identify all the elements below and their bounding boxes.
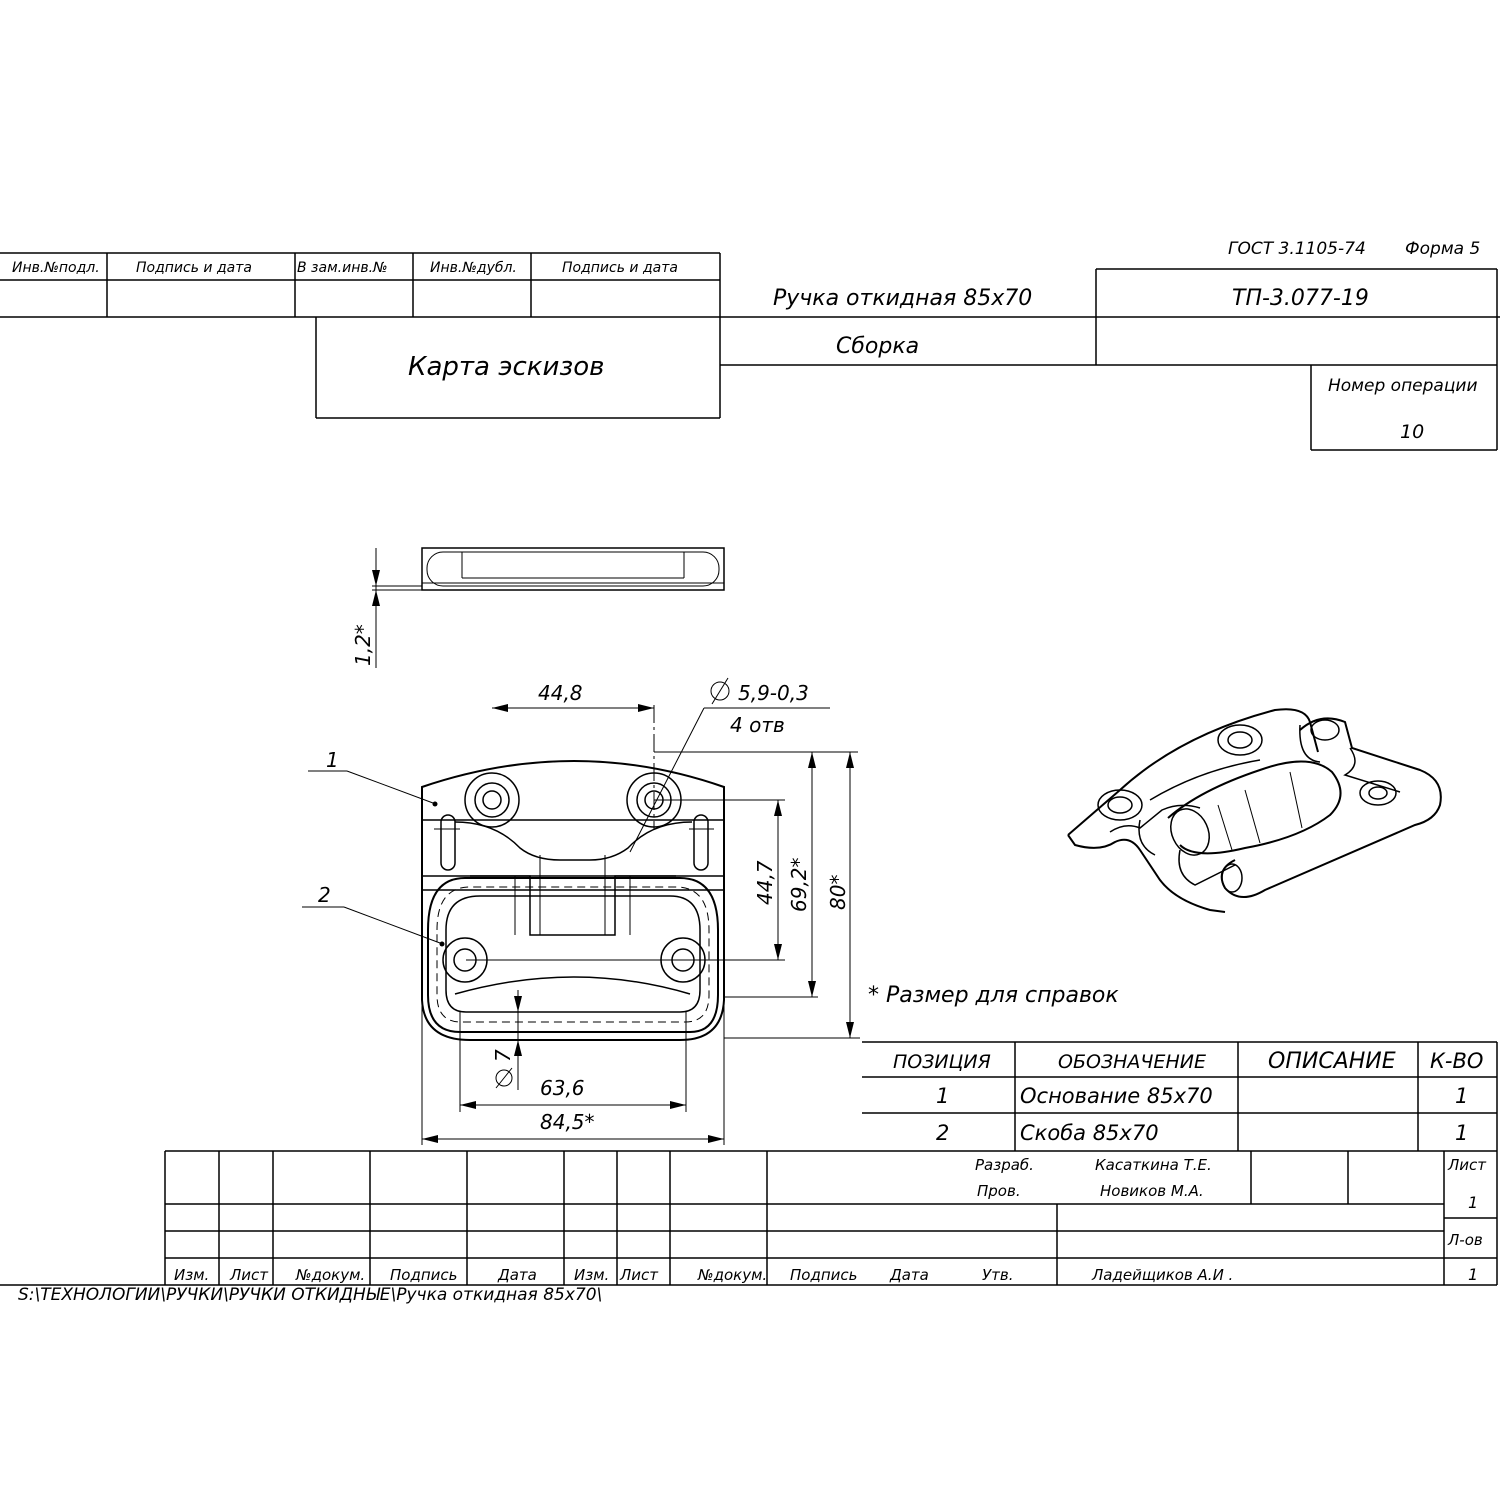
spec-row-designation: Основание 85х70 xyxy=(1020,1084,1213,1108)
spec-row-quantity: 1 xyxy=(1455,1084,1468,1108)
dim-inner-width: 63,6 xyxy=(540,1076,585,1100)
product-name: Ручка откидная 85х70 xyxy=(773,286,1032,311)
file-path: S:\ТЕХНОЛОГИИ\РУЧКИ\РУЧКИ ОТКИДНЫЕ\Ручка… xyxy=(18,1285,602,1305)
operation-type: Сборка xyxy=(836,334,919,359)
dim-hole-spacing: 44,8 xyxy=(538,681,583,705)
col-label-izm-2: Изм. xyxy=(574,1266,609,1284)
stamp-strip: Инв.№подл. Подпись и дата В зам.инв.№ Ин… xyxy=(0,252,1500,418)
col-label-doc: №докум. xyxy=(295,1266,365,1284)
spec-row: 1 Основание 85х70 1 xyxy=(936,1084,1468,1108)
spec-header-designation: ОБОЗНАЧЕНИЕ xyxy=(1058,1051,1206,1073)
sheet-number: 1 xyxy=(1468,1193,1478,1212)
callout-2-label: 2 xyxy=(318,883,331,907)
spec-header-position: ПОЗИЦИЯ xyxy=(893,1051,991,1073)
operation-number: 10 xyxy=(1400,421,1424,443)
sheets-label: Л-ов xyxy=(1447,1231,1483,1249)
role-developer: Разраб. xyxy=(975,1156,1034,1174)
name-checker: Новиков М.А. xyxy=(1100,1182,1204,1200)
doc-title: Карта эскизов xyxy=(408,352,604,382)
spec-row: 2 Скоба 85х70 1 xyxy=(936,1121,1468,1145)
stamp-label-zam-inv: В зам.инв.№ xyxy=(297,260,388,276)
sheets-count: 1 xyxy=(1468,1265,1478,1284)
callout-2: 2 xyxy=(302,883,441,944)
col-label-sign: Подпись xyxy=(390,1266,457,1284)
name-approver: Ладейщиков А.И . xyxy=(1091,1266,1233,1284)
front-view xyxy=(421,705,785,1041)
col-label-izm: Изм. xyxy=(174,1266,209,1284)
dim-vertical-80: 80* xyxy=(724,751,860,1039)
callout-1: 1 xyxy=(308,748,434,804)
dim-84-5: 84,5* xyxy=(421,1000,725,1145)
spec-row-position: 2 xyxy=(936,1121,949,1145)
operation-number-box: Номер операции 10 xyxy=(1310,365,1497,451)
col-label-date: Дата xyxy=(497,1266,537,1284)
spec-row-designation: Скоба 85х70 xyxy=(1020,1121,1159,1145)
stamp-label-inv-podl: Инв.№подл. xyxy=(12,260,100,276)
col-label-sign-2: Подпись xyxy=(790,1266,857,1284)
dim-rod-diameter: 7 xyxy=(491,990,522,1090)
role-approver: Утв. xyxy=(982,1266,1014,1284)
role-checker: Пров. xyxy=(977,1182,1021,1200)
dim-height-holes: 44,7 xyxy=(753,860,777,905)
reference-note: * Размер для справок xyxy=(868,983,1119,1008)
title-block: Разраб. Пров. Утв. Касаткина Т.Е. Новико… xyxy=(0,1150,1497,1286)
spec-row-position: 1 xyxy=(936,1084,949,1108)
doc-code: ТП-3.077-19 xyxy=(1232,286,1369,311)
stamp-label-sign-date-2: Подпись и дата xyxy=(562,260,678,276)
spec-table: ПОЗИЦИЯ ОБОЗНАЧЕНИЕ ОПИСАНИЕ К-ВО 1 Осно… xyxy=(862,1041,1498,1285)
isometric-view xyxy=(1067,708,1442,913)
sheet-label: Лист xyxy=(1447,1156,1487,1174)
dim-rod-diameter-value: 7 xyxy=(491,1049,515,1062)
callout-1-label: 1 xyxy=(326,748,339,772)
spec-header-description: ОПИСАНИЕ xyxy=(1268,1049,1396,1074)
dim-44-8: 44,8 xyxy=(492,681,654,712)
col-label-list-2: Лист xyxy=(619,1266,659,1284)
dim-63-6: 63,6 xyxy=(459,1040,687,1112)
dim-thickness: 1,2* xyxy=(351,624,375,666)
form-label: Форма 5 xyxy=(1405,239,1480,259)
name-developer: Касаткина Т.Е. xyxy=(1095,1156,1212,1174)
col-label-date-2: Дата xyxy=(889,1266,929,1284)
dim-vertical-69-2: 69,2* xyxy=(654,751,818,998)
dim-hole-count: 4 отв xyxy=(730,713,785,737)
spec-header-quantity: К-ВО xyxy=(1430,1049,1483,1073)
doc-title-box: Карта эскизов xyxy=(315,317,720,419)
doc-code-box: ТП-3.077-19 xyxy=(1095,268,1498,450)
dim-hole-diameter-value: 5,9-0,3 xyxy=(738,681,809,705)
col-label-list: Лист xyxy=(229,1266,269,1284)
gost-label: ГОСТ 3.1105-74 xyxy=(1228,239,1366,259)
dim-height-mid: 69,2* xyxy=(787,857,811,912)
operation-number-label: Номер операции xyxy=(1328,376,1478,396)
spec-row-quantity: 1 xyxy=(1455,1121,1468,1145)
col-label-doc-2: №докум. xyxy=(697,1266,767,1284)
side-view: 1,2* xyxy=(351,547,725,668)
dim-hole-diameter: 5,9-0,3 4 отв xyxy=(629,677,830,853)
dim-height-total: 80* xyxy=(826,875,850,910)
stamp-label-sign-date-1: Подпись и дата xyxy=(136,260,252,276)
dim-vertical-44-7: 44,7 xyxy=(753,800,782,960)
stamp-label-inv-dubl: Инв.№дубл. xyxy=(430,260,517,276)
dim-outer-width: 84,5* xyxy=(540,1110,595,1134)
